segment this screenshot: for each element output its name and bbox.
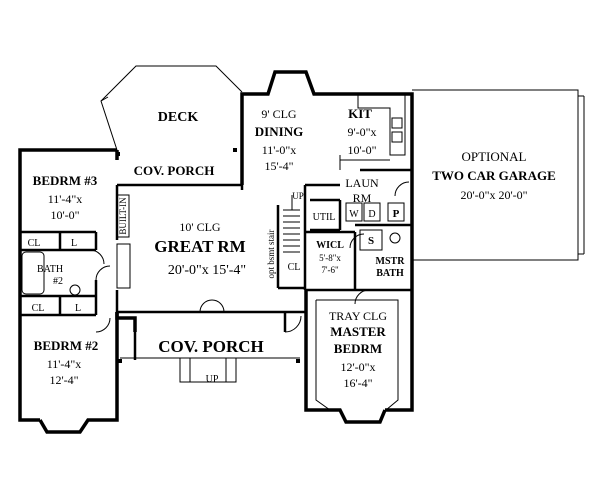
garage-dims: 20'-0"x 20'-0" — [460, 188, 527, 202]
bedrm2-label: BEDRM #2 — [34, 338, 99, 353]
bedrm3-dim1: 11'-4"x — [48, 192, 83, 206]
bath2-line2: #2 — [53, 276, 63, 287]
closet-label-2: CL — [32, 303, 45, 314]
dryer-label: D — [368, 209, 375, 220]
linen-label-2: L — [75, 303, 81, 314]
up-porch-label: UP — [206, 374, 219, 385]
mstr-bath-line2: BATH — [376, 268, 404, 279]
shower-label: S — [368, 235, 374, 247]
fixtures — [21, 94, 410, 411]
master-dim1: 12'-0"x — [340, 360, 375, 374]
dining-label: DINING — [255, 124, 303, 139]
bsmt-stair-label: opt bsmt stair — [266, 229, 276, 278]
laun-line2: RM — [353, 191, 372, 205]
deck-label: DECK — [158, 110, 199, 125]
bedrm2-dim1: 11'-4"x — [47, 357, 82, 371]
bedrm2-dim2: 12'-4" — [49, 373, 78, 387]
kit-dim1: 9'-0"x — [347, 125, 376, 139]
garage-outline — [412, 89, 585, 261]
closet-label-1: CL — [28, 238, 41, 249]
garage-line1: OPTIONAL — [462, 149, 527, 164]
stair-closet-label: CL — [288, 262, 301, 273]
up-stair-label: UP — [292, 191, 304, 201]
porch-columns — [116, 148, 300, 363]
bedrm3-dim2: 10'-0" — [50, 208, 79, 222]
linen-label-1: L — [71, 238, 77, 249]
exterior-walls — [18, 70, 414, 434]
bath2-line1: BATH — [37, 264, 63, 275]
great-rm-label: GREAT RM — [154, 237, 245, 256]
cov-porch-rear-label: COV. PORCH — [134, 163, 215, 178]
washer-label: W — [349, 209, 359, 220]
wicl-label: WICL — [316, 240, 344, 251]
wicl-dim2: 7'-6" — [321, 265, 339, 275]
wicl-dim1: 5'-8"x — [319, 253, 341, 263]
great-rm-ceiling: 10' CLG — [179, 220, 220, 234]
dining-dim2: 15'-4" — [264, 159, 293, 173]
master-line2: BEDRM — [334, 341, 382, 356]
dining-dim1: 11'-0"x — [262, 143, 297, 157]
bedrm3-label: BEDRM #3 — [33, 173, 98, 188]
mstr-bath-line1: MSTR — [376, 256, 406, 267]
master-ceiling: TRAY CLG — [329, 309, 387, 323]
kit-label: KIT — [348, 106, 372, 121]
util-label: UTIL — [313, 212, 336, 223]
master-dim2: 16'-4" — [343, 376, 372, 390]
cov-porch-front-label: COV. PORCH — [158, 337, 263, 356]
dining-ceiling: 9' CLG — [261, 107, 296, 121]
built-in-label: BUILT-IN — [118, 197, 128, 235]
laun-line1: LAUN — [345, 176, 379, 190]
pantry-label: P — [393, 208, 400, 220]
kit-dim2: 10'-0" — [347, 143, 376, 157]
great-rm-dims: 20'-0"x 15'-4" — [168, 263, 246, 278]
master-line1: MASTER — [330, 324, 386, 339]
room-labels: DECK 9' CLG DINING 11'-0"x 15'-4" KIT 9'… — [28, 106, 556, 390]
garage-line2: TWO CAR GARAGE — [432, 168, 556, 183]
